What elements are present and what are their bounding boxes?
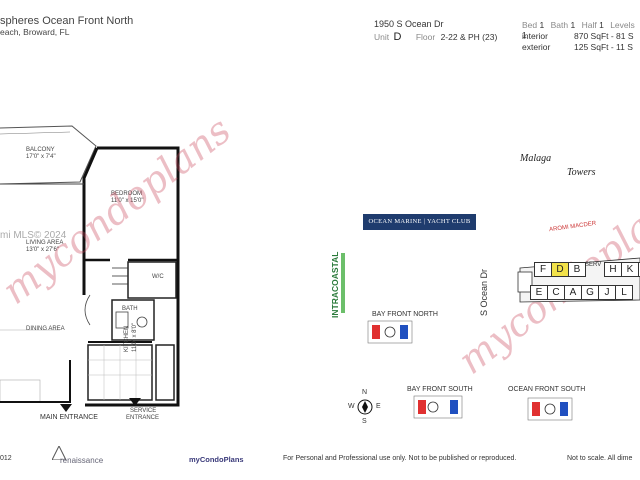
unit-box: A (564, 285, 582, 300)
unit-box: E (530, 285, 548, 300)
exterior-value: 125 SqFt - 11 S (574, 42, 633, 52)
footer-notice: For Personal and Professional use only. … (283, 455, 517, 462)
malaga-label-2: Towers (567, 167, 596, 178)
mls-watermark: mi MLS© 2024 (0, 230, 67, 241)
bath-label: Bath (550, 20, 569, 30)
compass-s: S (362, 418, 367, 425)
footer-year: 012 (0, 455, 12, 462)
unit-box: G (581, 285, 599, 300)
unit-row: Unit D Floor 2-22 & PH (23) (374, 31, 497, 43)
interior-label: interior (522, 31, 548, 41)
unit-box: F (534, 262, 552, 277)
serv-label: SERV (585, 262, 602, 268)
unit-box: K (621, 262, 639, 277)
unit-box-selected: D (551, 262, 569, 277)
ocean-marine-banner: OCEAN MARINE | YACHT CLUB (363, 214, 476, 230)
unit-box: B (568, 262, 586, 277)
balcony-label: BALCONY (26, 147, 55, 153)
levels-value: 1 (522, 30, 527, 40)
exterior-label: exterior (522, 42, 551, 52)
bath-value: 1 (570, 20, 576, 30)
unit-value: D (393, 31, 402, 43)
bay-front-north-label: BAY FRONT NORTH (372, 311, 438, 318)
half-value: 1 (599, 20, 604, 30)
living-label: LIVING AREA (26, 240, 64, 246)
wic-label: W/C (152, 274, 164, 280)
unit-box: C (547, 285, 565, 300)
ocean-front-south-label: OCEAN FRONT SOUTH (508, 386, 586, 393)
unit-label: Unit (374, 32, 390, 42)
unit-box: L (615, 285, 633, 300)
compass-n: N (362, 389, 368, 396)
unit-address: 1950 S Ocean Dr (374, 19, 444, 29)
footer-brand: renaissance (60, 456, 104, 465)
bed-label: Bed (522, 20, 538, 30)
half-label: Half (581, 20, 597, 30)
footer-scale: Not to scale. All dime (567, 455, 633, 462)
service-entrance-label-1: SERVICE (130, 408, 157, 414)
unit-box: N (638, 262, 640, 277)
balcony-dim: 17'0" x 7'4" (26, 154, 56, 160)
building-location: each, Broward, FL (0, 27, 70, 37)
floor-value: 2-22 & PH (23) (440, 32, 498, 42)
service-entrance-label-2: ENTRANCE (126, 415, 160, 421)
unit-box: J (598, 285, 616, 300)
interior-value: 870 SqFt - 81 S (574, 31, 634, 41)
floor-label: Floor (415, 32, 436, 42)
bedroom-dim: 11'0" x 15'0" (111, 198, 144, 204)
bath-label: BATH (122, 306, 138, 312)
compass-w: W (348, 403, 355, 410)
renaissance-logo-icon (52, 446, 66, 460)
building-title: spheres Ocean Front North (0, 15, 134, 27)
bed-value: 1 (539, 20, 545, 30)
compass-e: E (376, 403, 381, 410)
rooms-row: Bed 1 Bath 1 Half 1 Levels 1 (522, 20, 640, 40)
unit-box: H (604, 262, 622, 277)
levels-label: Levels (610, 20, 635, 30)
footer-site: myCondoPlans (189, 455, 244, 464)
malaga-label-1: Malaga (520, 153, 552, 164)
dining-label: DINING AREA (26, 326, 65, 332)
living-dim: 13'0" x 27'6" (26, 247, 59, 253)
main-entrance-label: MAIN ENTRANCE (40, 414, 98, 421)
bay-front-south-label: BAY FRONT SOUTH (407, 386, 473, 393)
bedroom-label: BEDROOM (111, 191, 143, 197)
